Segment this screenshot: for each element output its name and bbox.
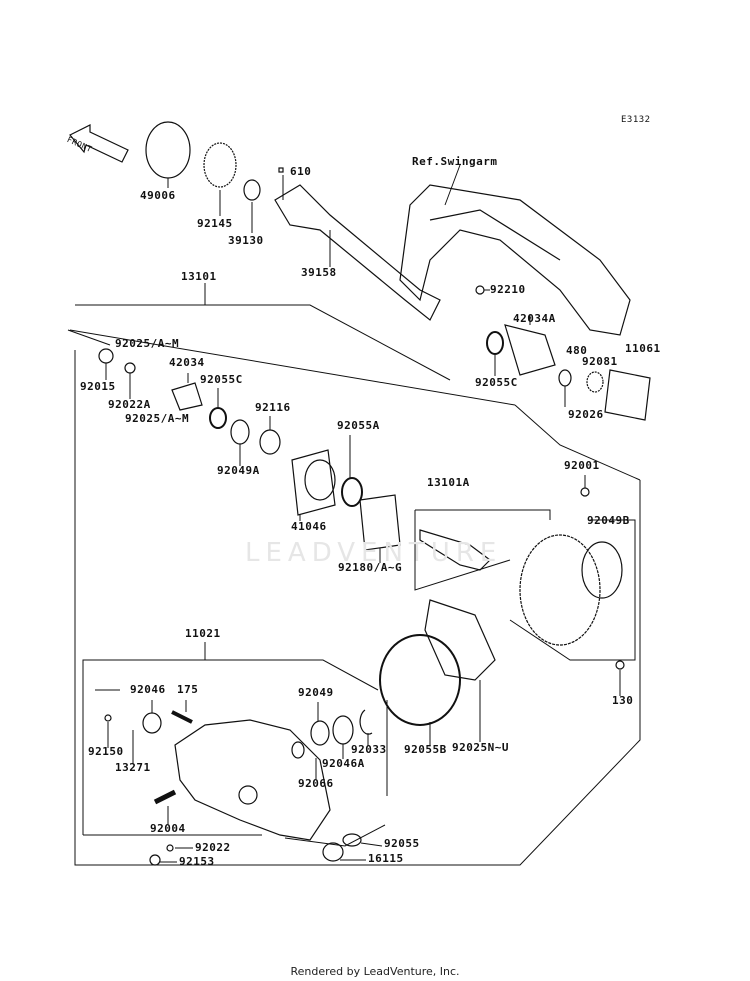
part-label-92066[interactable]: 92066 [298, 777, 334, 790]
part-label-92055C[interactable]: 92055C [200, 373, 243, 386]
part-label-92055C-right[interactable]: 92055C [475, 376, 518, 389]
part-label-92145[interactable]: 92145 [197, 217, 233, 230]
part-42034-shape [171, 382, 203, 411]
part-label-92015[interactable]: 92015 [80, 380, 116, 393]
part-92150-shape [104, 714, 112, 722]
part-label-92022A[interactable]: 92022A [108, 398, 151, 411]
part-label-42034[interactable]: 42034 [169, 356, 205, 369]
part-label-175[interactable]: 175 [177, 683, 199, 696]
part-label-130[interactable]: 130 [612, 694, 634, 707]
part-41046-bore [304, 459, 336, 501]
part-label-39130[interactable]: 39130 [228, 234, 264, 247]
part-label-13101A[interactable]: 13101A [427, 476, 470, 489]
part-42034A-shape [504, 324, 556, 376]
ring-gear-shape [519, 534, 601, 646]
part-label-92026[interactable]: 92026 [568, 408, 604, 421]
part-92001-shape [580, 487, 590, 497]
part-label-92033[interactable]: 92033 [351, 743, 387, 756]
pinion-gear-shape [419, 529, 491, 571]
part-92066-shape [291, 741, 305, 759]
part-175-shape [171, 710, 193, 724]
part-label-92153[interactable]: 92153 [179, 855, 215, 868]
part-16115-shape [322, 842, 344, 862]
part-label-39158[interactable]: 39158 [301, 266, 337, 279]
part-92145-shape [203, 142, 237, 188]
propeller-shaft-shape [274, 184, 441, 321]
part-11061-shape [604, 369, 651, 421]
part-label-480[interactable]: 480 [566, 344, 588, 357]
part-39130-shape [243, 179, 261, 201]
part-49006-shape [145, 121, 191, 179]
part-92055C-ring-shape [486, 331, 504, 355]
part-92210-shape [475, 285, 485, 295]
part-label-16115[interactable]: 16115 [368, 852, 404, 865]
housing-11021-shape [174, 719, 331, 841]
part-label-42034A[interactable]: 42034A [513, 312, 556, 325]
part-92015-shape [98, 348, 114, 364]
part-label-92025-a[interactable]: 92025/A~M [115, 337, 180, 350]
part-label-92022[interactable]: 92022 [195, 841, 231, 854]
front-arrow-icon [69, 124, 129, 163]
part-92055B-ring-shape [379, 634, 461, 726]
part-92022-shape [166, 844, 174, 852]
part-label-610[interactable]: 610 [290, 165, 312, 178]
part-92033-shape [359, 709, 373, 735]
part-92004-shape [153, 789, 177, 805]
part-41046-shape [291, 449, 336, 516]
housing-bore [238, 785, 258, 805]
part-610-shape [278, 167, 284, 173]
part-92180-shape [359, 494, 401, 551]
part-92049-shape [310, 720, 330, 746]
part-label-41046[interactable]: 41046 [291, 520, 327, 533]
part-label-92049A[interactable]: 92049A [217, 464, 260, 477]
part-label-92180[interactable]: 92180/A~G [338, 561, 403, 574]
part-label-92049[interactable]: 92049 [298, 686, 334, 699]
part-label-92025N[interactable]: 92025N~U [452, 741, 509, 754]
part-92022A-shape [124, 362, 136, 374]
part-92055-shape [342, 833, 362, 847]
part-92153-shape [149, 854, 161, 866]
part-label-92055[interactable]: 92055 [384, 837, 420, 850]
part-92081-shape [586, 371, 604, 393]
part-92046A-shape [332, 715, 354, 745]
part-label-92210[interactable]: 92210 [490, 283, 526, 296]
assembly-11021-frame [82, 642, 388, 847]
part-label-92046A[interactable]: 92046A [322, 757, 365, 770]
part-label-92150[interactable]: 92150 [88, 745, 124, 758]
footer-credit: Rendered by LeadVenture, Inc. [290, 965, 460, 978]
part-label-92049B[interactable]: 92049B [587, 514, 630, 527]
part-label-92004[interactable]: 92004 [150, 822, 186, 835]
diagram-code: E3132 [621, 115, 651, 125]
part-label-13271[interactable]: 13271 [115, 761, 151, 774]
part-92026-shape [558, 369, 572, 387]
part-label-92001[interactable]: 92001 [564, 459, 600, 472]
part-92025N-gasket-shape [424, 599, 496, 681]
reference-swingarm-label: Ref.Swingarm [412, 155, 498, 168]
part-label-11021[interactable]: 11021 [185, 627, 221, 640]
swingarm-detail [429, 209, 561, 261]
part-92049A-shape [230, 419, 250, 445]
part-label-49006[interactable]: 49006 [140, 189, 176, 202]
part-label-92055B[interactable]: 92055B [404, 743, 447, 756]
part-label-92055A[interactable]: 92055A [337, 419, 380, 432]
part-92046-shape [142, 712, 162, 734]
assembly-13101A-frame [414, 509, 636, 661]
part-label-92025-b[interactable]: 92025/A~M [125, 412, 190, 425]
part-92055A-shape [341, 477, 363, 507]
part-130-shape [615, 660, 625, 670]
part-label-92046[interactable]: 92046 [130, 683, 166, 696]
assembly-13101-frame [67, 283, 641, 866]
part-92049B-shape [581, 541, 623, 599]
part-label-92116[interactable]: 92116 [255, 401, 291, 414]
part-label-13101[interactable]: 13101 [181, 270, 217, 283]
swingarm-shape [399, 184, 631, 336]
part-92116-shape [259, 429, 281, 455]
part-label-92081[interactable]: 92081 [582, 355, 618, 368]
part-92055C-left-shape [209, 407, 227, 429]
part-label-11061[interactable]: 11061 [625, 342, 661, 355]
leader-lines [105, 164, 621, 863]
watermark: LEADVENTURE [245, 538, 503, 568]
